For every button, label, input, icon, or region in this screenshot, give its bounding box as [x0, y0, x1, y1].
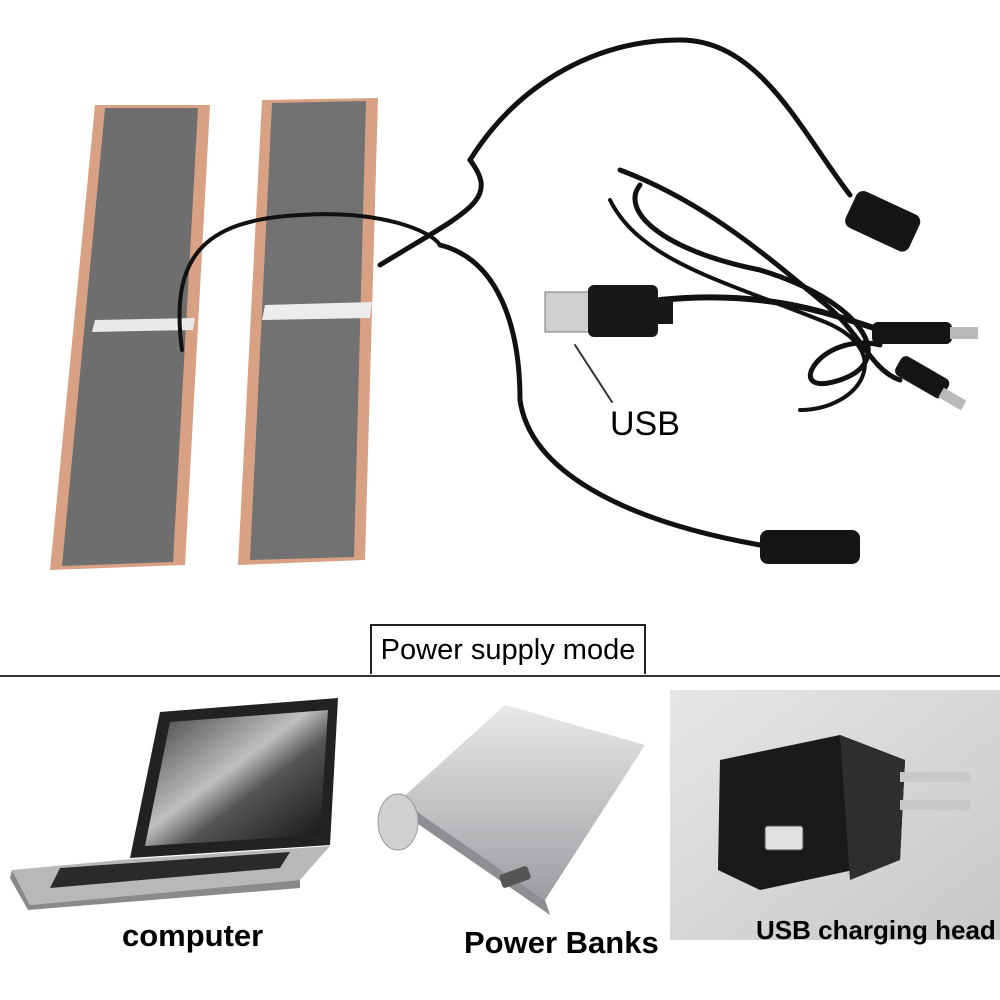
section-divider [0, 675, 1000, 677]
computer-label: computer [122, 918, 264, 953]
heating-pad-left [50, 105, 210, 570]
heating-pad-right [238, 98, 378, 565]
power-bank-image [377, 705, 645, 915]
usb-charging-head-label: USB charging head [756, 915, 996, 945]
usb-a-plug [544, 285, 673, 337]
laptop-image [10, 698, 338, 910]
usb-callout-label: USB [610, 405, 680, 443]
cables [177, 37, 903, 548]
power-supply-mode-heading: Power supply mode [370, 624, 646, 674]
dc-male-connectors [872, 322, 978, 411]
usb-charger-image [670, 690, 1000, 940]
dc-female-connector-bottom [760, 530, 860, 564]
power-banks-label: Power Banks [464, 925, 659, 960]
dc-female-connector-top [845, 190, 921, 252]
